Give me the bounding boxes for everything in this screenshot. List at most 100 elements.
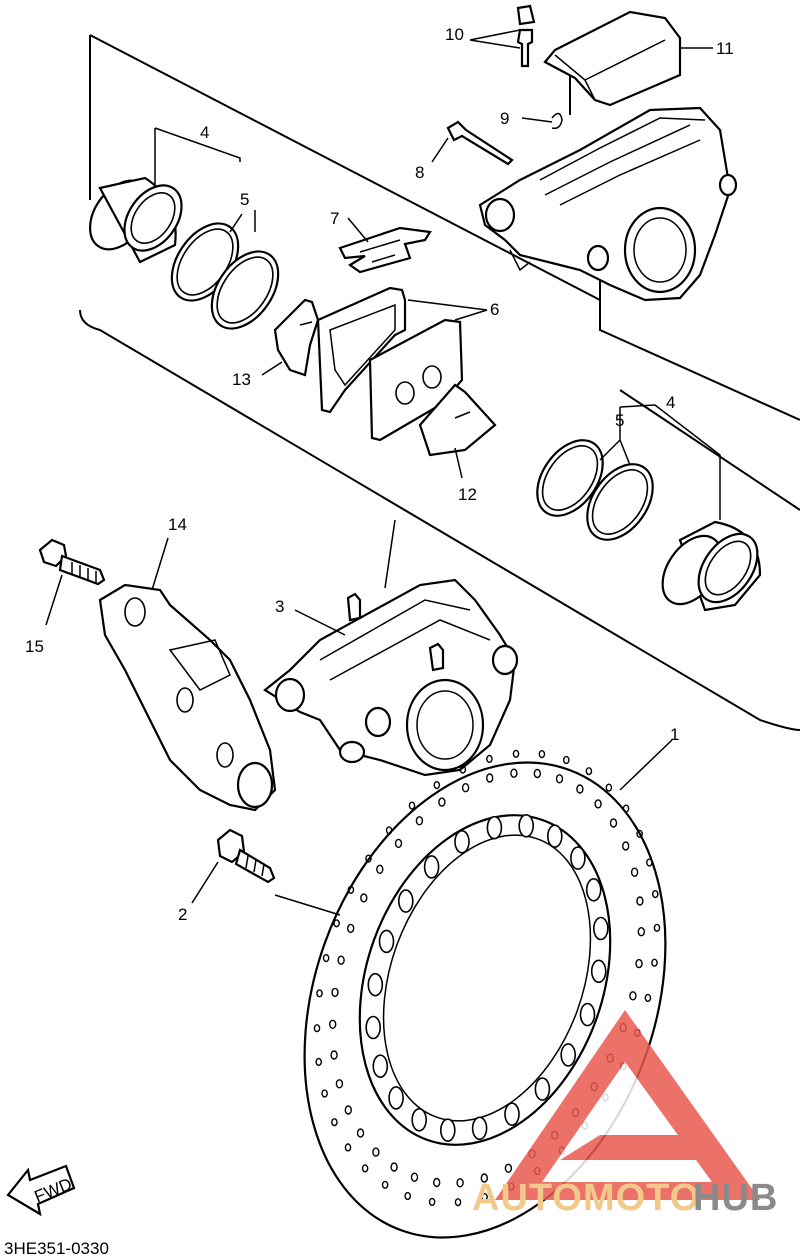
disc-vent-hole [404,1191,412,1201]
disc-vent-hole [459,765,467,774]
disc-mount-hole [471,1116,488,1141]
automotohub-watermark-logo [495,1010,760,1200]
disc-vent-hole [486,773,494,783]
disc-vent-hole [644,993,652,1003]
disc-vent-hole [316,989,323,998]
disc-vent-hole [344,1143,352,1152]
callout-15: 15 [25,637,44,656]
disc-vent-hole [337,955,345,965]
pin-clip [551,112,563,130]
disc-mount-hole [590,959,607,984]
disc-vent-hole [636,896,644,906]
callout-6: 6 [490,300,499,319]
callout-5-upper: 5 [240,190,249,209]
disc-vent-hole [563,755,570,765]
disc-mount-hole [518,813,535,838]
disc-vent-hole [538,749,546,759]
disc-vent-hole [512,749,520,758]
disc-mount-hole [423,855,440,879]
fwd-arrow-icon: FWD [6,1164,76,1217]
callout-12: 12 [458,485,477,504]
disc-vent-hole [635,958,643,969]
callout-11: 11 [716,39,734,58]
disc-vent-hole [315,1057,323,1067]
disc-vent-hole [331,1118,338,1127]
caliper-cover [543,10,682,107]
callout-8: 8 [415,163,424,182]
disc-mount-hole [365,1015,382,1040]
callout-1: 1 [670,725,679,744]
piston-lower-right [661,520,762,612]
disc-vent-hole [394,838,403,849]
pad-pin [446,120,514,166]
disc-mount-hole [546,824,563,849]
disc-vent-hole [480,1173,488,1183]
disc-vent-hole [637,927,645,937]
disc-vent-hole [335,1079,344,1089]
disc-vent-hole [344,1105,352,1115]
disc-vent-hole [630,867,639,877]
disc-vent-hole [646,858,653,867]
callout-5-lower: 5 [615,411,624,430]
disc-vent-hole [331,987,339,998]
disc-vent-hole [381,1180,389,1189]
disc-mount-hole [534,1077,551,1101]
disc-vent-hole [594,799,602,809]
disc-vent-hole [360,893,368,903]
disc-vent-hole [636,829,643,838]
callout-10: 10 [445,25,464,44]
bleed-screw [516,4,536,68]
callout-9: 9 [500,109,509,128]
disc-vent-hole [428,1197,436,1207]
disc-vent-hole [651,958,658,967]
watermark-text-part2: HUB [693,1177,778,1219]
pad-shim-left [273,298,320,377]
disc-vent-hole [456,1178,464,1188]
disc-vent-hole [356,1128,365,1138]
disc-vent-hole [347,923,355,934]
disc-vent-hole [504,1163,513,1174]
disc-mount-hole [585,877,602,902]
disc-mount-hole [454,829,470,854]
disc-vent-hole [313,1024,321,1033]
disc-vent-hole [576,784,584,794]
disc-vent-hole [372,1147,380,1157]
seal-ring-lower-right-a [536,439,604,517]
disc-vent-hole [461,783,470,793]
disc-vent-hole [585,767,593,776]
caliper-bracket [98,583,277,812]
disc-vent-hole [622,804,630,813]
seal-ring-upper-left-b [210,250,280,330]
automotohub-watermark-text: AUTOMOTO HUB [472,1177,778,1219]
disc-mount-hole [570,846,586,870]
disc-vent-hole [322,953,330,963]
disc-vent-hole [609,818,618,828]
disc-vent-hole [510,768,518,778]
bracket-bolt [38,538,106,586]
callout-4-upper: 4 [200,123,209,142]
disc-vent-hole [390,1162,398,1172]
disc-vent-hole [376,864,384,874]
disc-vent-hole [433,1177,441,1188]
disc-vent-hole [433,780,441,790]
disc-mount-hole [592,916,609,941]
disc-vent-hole [555,774,564,784]
disc-mount-hole [439,1118,456,1142]
disc-mount-hole [378,929,395,954]
brake-pad-a [316,286,407,414]
diagram-code: 3HE351-0330 [4,1239,109,1258]
callout-3: 3 [275,597,284,616]
disc-vent-hole [385,826,393,835]
disc-bolt [216,828,276,884]
disc-mount-hole [560,1043,577,1067]
piston-upper-left [88,176,183,264]
callout-13: 13 [232,370,251,389]
leader-lines [45,29,721,916]
disc-vent-hole [454,1198,462,1207]
disc-vent-hole [605,783,613,792]
disc-mount-hole [579,1002,596,1027]
callout-4-lower: 4 [666,393,675,412]
disc-vent-hole [408,801,416,810]
exploded-view-frame [79,34,800,731]
